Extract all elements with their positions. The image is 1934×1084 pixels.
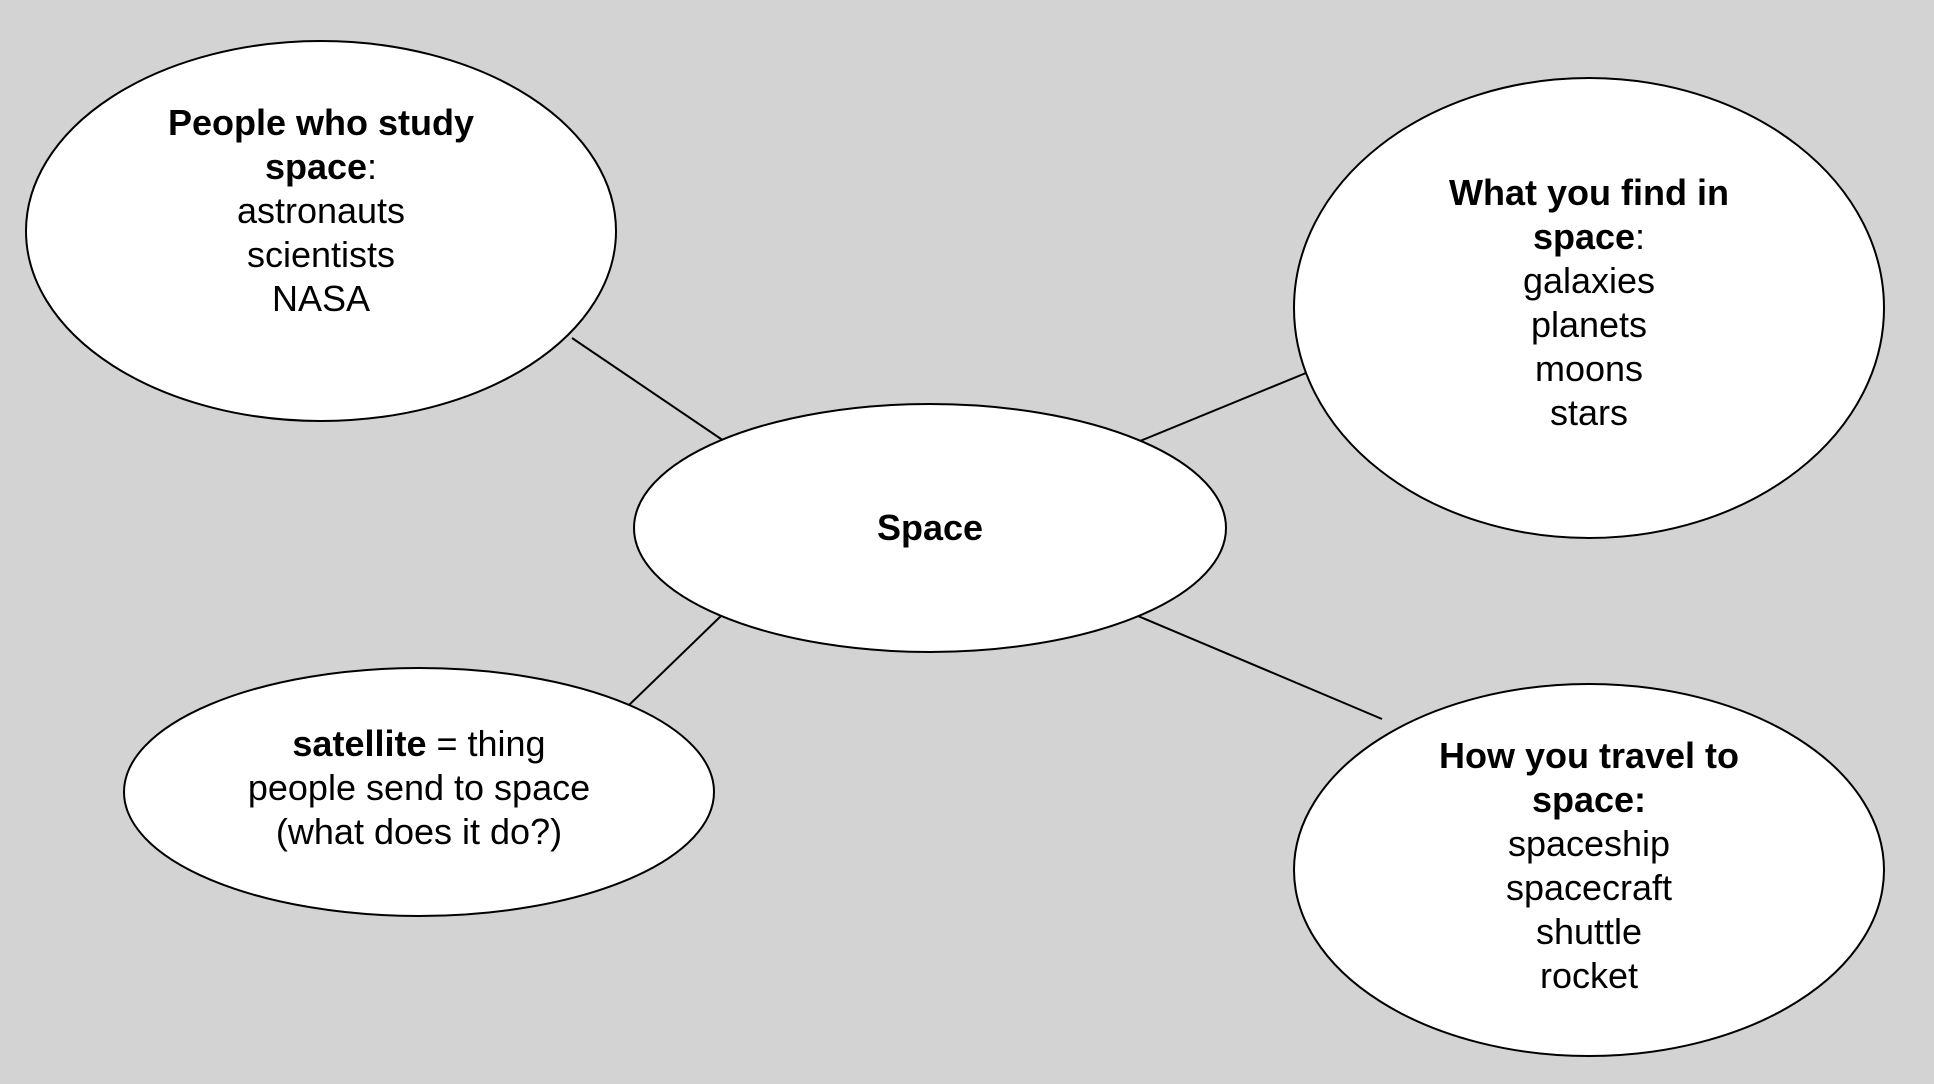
find-item: stars bbox=[1549, 392, 1628, 433]
center-label: Space bbox=[876, 507, 984, 548]
travel-heading-line2: space: bbox=[1531, 779, 1647, 820]
node-center-space: Space bbox=[634, 404, 1226, 652]
node-people-who-study-space: People who study space: astronauts scien… bbox=[26, 42, 616, 422]
travel-item: spaceship bbox=[1507, 823, 1671, 864]
travel-item: shuttle bbox=[1535, 911, 1643, 952]
node-how-you-travel-to-space: How you travel to space: spaceship space… bbox=[1294, 684, 1884, 1056]
people-heading-suffix: : bbox=[367, 146, 378, 187]
node-what-you-find-in-space: What you find in space: galaxies planets… bbox=[1294, 78, 1884, 538]
people-item: astronauts bbox=[236, 190, 406, 231]
find-heading-line2: space bbox=[1532, 216, 1636, 257]
find-heading-line1: What you find in bbox=[1449, 172, 1729, 213]
node-travel-ellipse bbox=[1293, 683, 1885, 1057]
node-find-ellipse bbox=[1293, 77, 1885, 539]
people-heading-line2: space bbox=[264, 146, 368, 187]
travel-item: rocket bbox=[1539, 955, 1639, 996]
satellite-definition: = thing bbox=[426, 723, 546, 764]
connector-satellite bbox=[627, 614, 723, 707]
travel-item: spacecraft bbox=[1505, 867, 1673, 908]
find-item: planets bbox=[1530, 304, 1648, 345]
node-satellite: satellite = thing people send to space (… bbox=[124, 668, 714, 916]
find-item: galaxies bbox=[1522, 260, 1656, 301]
people-item: NASA bbox=[271, 278, 371, 319]
connector-travel bbox=[1137, 615, 1383, 720]
connector-find bbox=[1139, 372, 1307, 442]
find-item: moons bbox=[1534, 348, 1644, 389]
find-heading-suffix: : bbox=[1635, 216, 1646, 257]
satellite-term: satellite bbox=[292, 723, 427, 764]
satellite-line2: people send to space bbox=[247, 767, 591, 808]
people-heading-line1: People who study bbox=[167, 102, 475, 143]
connector-people bbox=[571, 337, 725, 442]
satellite-line3: (what does it do?) bbox=[275, 811, 563, 852]
node-space-ellipse bbox=[633, 403, 1227, 653]
node-satellite-ellipse bbox=[123, 667, 715, 917]
node-people-ellipse bbox=[25, 40, 617, 422]
people-item: scientists bbox=[246, 234, 396, 275]
travel-heading-line1: How you travel to bbox=[1438, 735, 1740, 776]
